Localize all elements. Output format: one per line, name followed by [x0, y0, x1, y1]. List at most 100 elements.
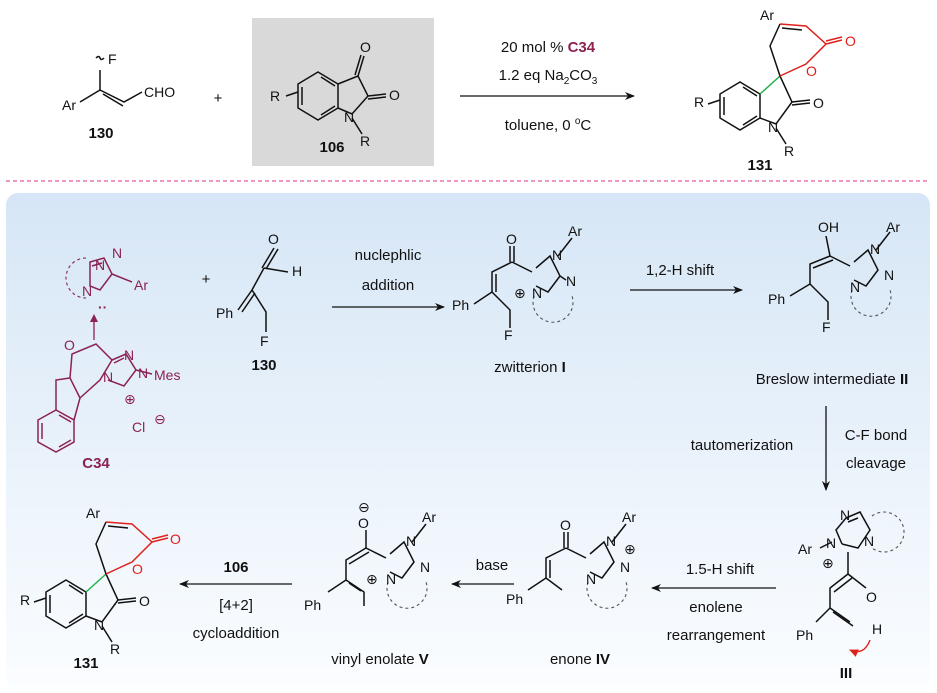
atom-n: N — [103, 369, 113, 385]
vinyl-enolate-v: O ⊖ N Ar N N Ph ⊕ vinyl enolate V — [304, 499, 436, 668]
atom-n: N — [406, 533, 416, 549]
atom-n: N — [552, 247, 562, 263]
atom-ar: Ar — [422, 509, 436, 525]
atom-o: O — [506, 231, 517, 247]
atom-n: N — [124, 347, 134, 363]
atom-n: N — [840, 507, 850, 523]
atom-ph: Ph — [768, 291, 785, 307]
product-131: Ar O O O R N R 131 — [694, 7, 856, 174]
atom-n: N — [566, 273, 576, 289]
compound-number-131: 131 — [73, 655, 98, 672]
atom-oh: OH — [818, 219, 839, 235]
atom-ar: Ar — [622, 509, 636, 525]
atom-f: F — [822, 319, 831, 335]
intermediate-iii: N N N Ar ⊕ O H Ph III — [796, 507, 905, 682]
atom-r: R — [694, 94, 704, 110]
atom-o: O — [866, 589, 877, 605]
atom-n: N — [884, 267, 894, 283]
atom-ar: Ar — [798, 541, 812, 557]
atom-r: R — [360, 133, 370, 149]
atom-ar: Ar — [886, 219, 900, 235]
reaction-conditions: 20 mol % C34 1.2 eq Na2CO3 toluene, 0 oC — [460, 39, 635, 134]
atom-o: O — [170, 531, 181, 547]
atom-o: O — [139, 593, 150, 609]
step-label-12-h-shift: 1,2-H shift — [646, 262, 715, 279]
step-label-reagent-106: 106 — [223, 559, 248, 576]
atom-r: R — [270, 88, 280, 104]
atom-ar: Ar — [134, 277, 148, 293]
positive-charge: ⊕ — [624, 541, 636, 557]
positive-charge: ⊕ — [514, 285, 526, 301]
atom-n: N — [386, 571, 396, 587]
solvent-temperature: toluene, 0 oC — [505, 116, 592, 134]
atom-o: O — [806, 63, 817, 79]
label-enone: enone IV — [550, 651, 610, 668]
aldehyde-130: O H Ph F 130 — [216, 231, 302, 374]
atom-o: O — [132, 561, 143, 577]
free-carbene: N N N Ar ·· — [65, 245, 148, 340]
atom-o: O — [813, 95, 824, 111]
atom-f: F — [504, 327, 513, 343]
positive-charge: ⊕ — [124, 391, 136, 407]
compound-number-130: 130 — [251, 357, 276, 374]
negative-charge: ⊖ — [358, 499, 370, 515]
step-label-addition: addition — [362, 277, 415, 294]
catalyst-loading: 20 mol % C34 — [501, 39, 596, 56]
plus-sign: + — [214, 90, 223, 107]
atom-n: N — [620, 559, 630, 575]
atom-n: N — [344, 109, 354, 125]
step-label-42: [4+2] — [219, 597, 253, 614]
atom-o: O — [268, 231, 279, 247]
step-label-nucleophilic: nuclephlic — [355, 247, 422, 264]
step-label-base: base — [476, 557, 509, 574]
atom-ph: Ph — [506, 591, 523, 607]
atom-mes: Mes — [154, 367, 180, 383]
atom-n: N — [864, 533, 874, 549]
base-equivalents: 1.2 eq Na2CO3 — [499, 67, 598, 87]
compound-number-130: 130 — [88, 125, 113, 142]
mechanism: N N N Ar ·· O N N N Mes ⊕ Cl ⊖ C34 — [20, 219, 908, 682]
atom-n: N — [870, 241, 880, 257]
mechanism-panel — [6, 193, 930, 689]
atom-ar: Ar — [568, 223, 582, 239]
precatalyst-c34: O N N N Mes ⊕ Cl ⊖ C34 — [37, 337, 180, 472]
atom-o: O — [845, 33, 856, 49]
top-reaction: F CHO Ar 130 + O O R N R 106 20 mol % C3… — [62, 7, 856, 174]
atom-o: O — [389, 87, 400, 103]
atom-n: N — [420, 559, 430, 575]
positive-charge: ⊕ — [822, 555, 834, 571]
reactant-130: F CHO Ar 130 — [62, 51, 175, 142]
atom-n: N — [532, 285, 542, 301]
atom-h: H — [872, 621, 882, 637]
label-intermediate-iii: III — [840, 665, 853, 682]
product-131-mechanism: Ar O O O R N R 131 — [20, 505, 181, 672]
proton-transfer-arrow — [849, 639, 871, 657]
atom-o: O — [358, 515, 369, 531]
plus-sign: + — [202, 271, 211, 288]
atom-n: N — [95, 257, 105, 273]
negative-charge: ⊖ — [154, 411, 166, 427]
atom-ph: Ph — [452, 297, 469, 313]
enone-iv: O N Ar N N Ph ⊕ enone IV — [506, 509, 636, 668]
atom-o: O — [560, 517, 571, 533]
breslow-intermediate-ii: OH N Ar N N Ph F Breslow intermediate II — [756, 219, 909, 388]
atom-n: N — [94, 617, 104, 633]
atom-n: N — [82, 283, 92, 299]
positive-charge: ⊕ — [366, 571, 378, 587]
compound-number-131: 131 — [747, 157, 772, 174]
zwitterion-i: O N Ar N N Ph F ⊕ zwitterion I — [452, 223, 582, 376]
atom-n: N — [586, 571, 596, 587]
atom-o: O — [64, 337, 75, 353]
step-label-tautomerization: tautomerization — [691, 437, 794, 454]
atom-cho: CHO — [144, 84, 175, 100]
reactant-106-box — [252, 18, 434, 166]
reactant-106: O O R N R 106 — [252, 18, 434, 166]
atom-h: H — [292, 263, 302, 279]
label-zwitterion: zwitterion I — [494, 359, 566, 376]
atom-n: N — [112, 245, 122, 261]
atom-r: R — [784, 143, 794, 159]
carbene-lone-pair: ·· — [98, 299, 107, 315]
atom-f: F — [260, 333, 269, 349]
step-label-rearrangement: rearrangement — [667, 627, 766, 644]
